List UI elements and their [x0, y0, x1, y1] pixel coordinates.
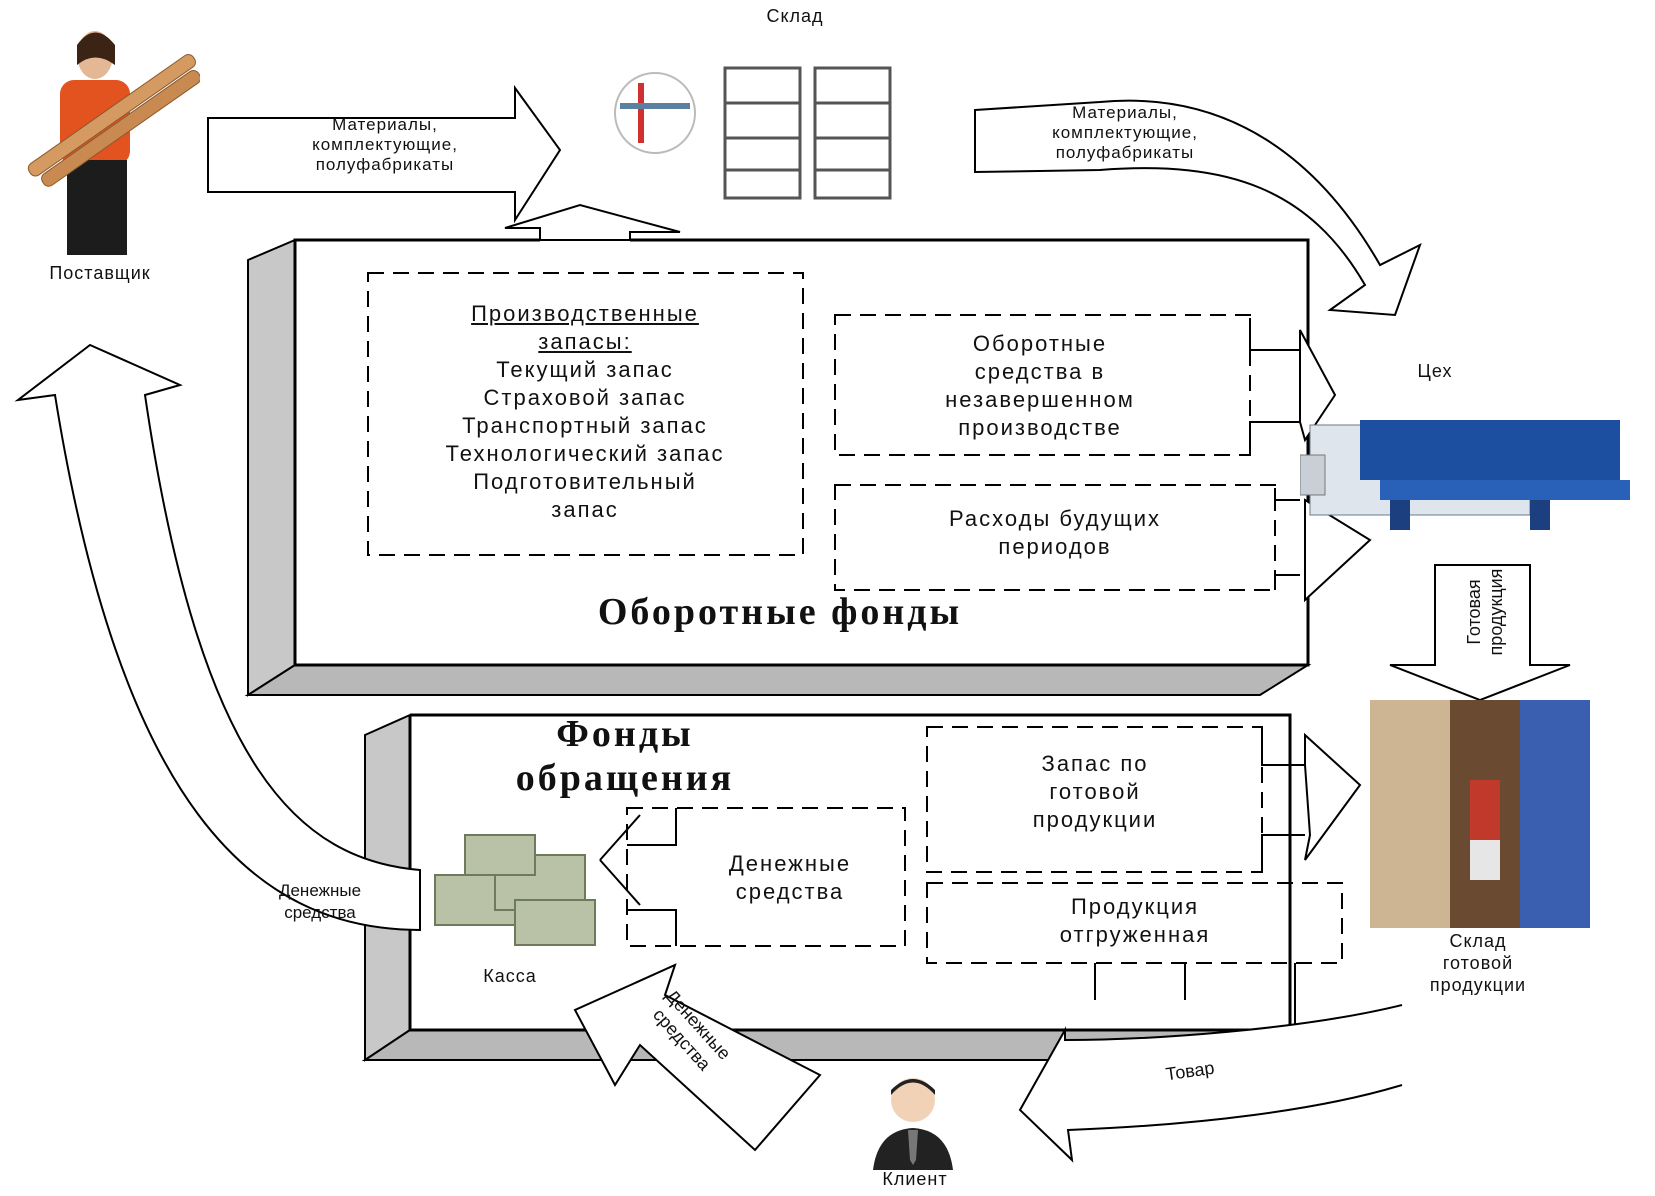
inventory-to-warehouse-arrow — [504, 203, 681, 241]
client-label: Клиент — [882, 1169, 948, 1189]
working-funds-box — [244, 238, 1312, 697]
factory-machine-icon — [1300, 420, 1630, 530]
person-holding-pipes-icon — [27, 31, 200, 255]
shelving-rack-icon — [614, 66, 892, 200]
supply-out-label: Материалы,комплектующие,полуфабрикаты — [1052, 103, 1198, 162]
warehouse-interior-icon — [1370, 700, 1590, 928]
finished-goods-arrow — [1389, 564, 1571, 702]
money-stack-icon — [434, 834, 596, 946]
supply-in-label: Материалы,комплектующие,полуфабрикаты — [312, 115, 458, 174]
supply-out-arrow — [974, 99, 1422, 317]
goods-arrow — [1018, 1004, 1403, 1163]
deferred-box — [834, 484, 1276, 591]
money-to-supplier-arrow — [14, 343, 421, 932]
finished-goods-warehouse-label: Склад готовой продукции — [1429, 931, 1527, 995]
warehouse-label: Склад — [766, 6, 824, 26]
inventory-box — [367, 272, 804, 556]
client-avatar-icon — [873, 1078, 953, 1170]
shipped-box — [926, 882, 1343, 964]
working-funds-title: Оборотные фонды — [597, 591, 963, 633]
supply-in-arrow — [207, 84, 562, 224]
cash-desk-label: Касса — [483, 966, 537, 986]
wip-box — [834, 314, 1251, 456]
supplier-label: Поставщик — [49, 263, 151, 283]
inventory-text: Производственные запасы: Текущий запас С… — [445, 301, 725, 522]
finished-stock-box — [926, 726, 1263, 873]
money-from-client-arrow — [573, 963, 822, 1152]
cash-box — [626, 807, 906, 947]
workshop-label: Цех — [1417, 361, 1453, 381]
